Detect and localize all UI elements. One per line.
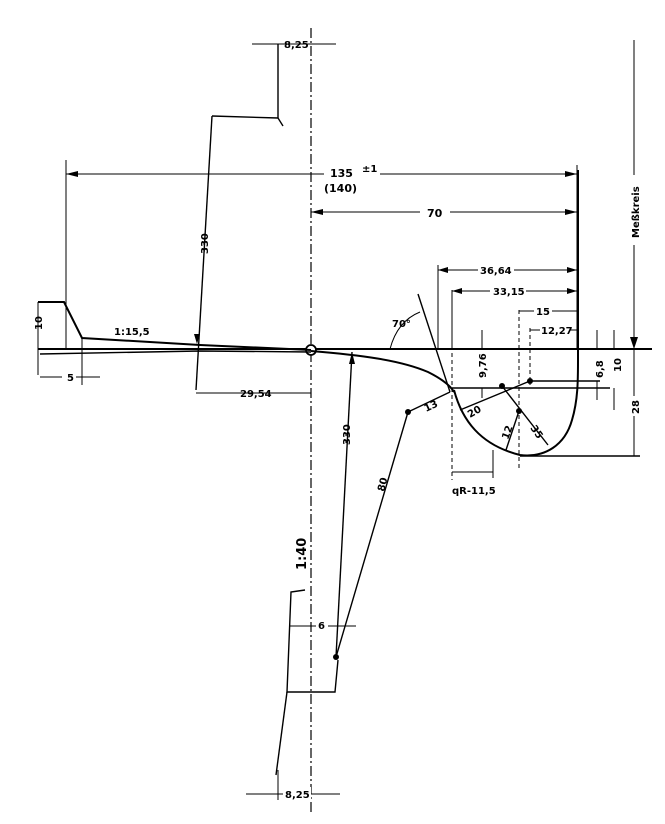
radius-80-line xyxy=(335,411,409,658)
half-width-label: 70 xyxy=(427,207,443,220)
dim-6-label: 6 xyxy=(318,621,325,632)
angle-70-arc xyxy=(389,311,421,350)
dim-10-left-label: 10 xyxy=(34,316,45,330)
radius-330-upper-line xyxy=(195,115,213,391)
angle-70-label: 70° xyxy=(392,319,411,330)
dim-36-64-label: 36,64 xyxy=(480,266,512,277)
radius-35-label: 35 xyxy=(528,423,545,441)
flange-qr-label: qR-11,5 xyxy=(452,486,496,497)
overall-width-alt: (140) xyxy=(324,182,357,195)
dim-15-label: 15 xyxy=(536,307,550,318)
radius-20-line xyxy=(459,380,531,411)
dim-9-76-label: 9,76 xyxy=(478,353,489,378)
radius-13-line xyxy=(407,391,451,413)
overall-width-label: 135 xyxy=(330,167,353,180)
measuring-circle-label: Meßkreis xyxy=(631,186,642,238)
dim-28-label: 28 xyxy=(631,400,642,414)
top-width-label: 8,25 xyxy=(284,40,309,51)
radius-330-lower-arrow xyxy=(349,352,355,364)
radius-12-line xyxy=(505,410,520,451)
tread-profile-left xyxy=(38,301,312,351)
radius-330-upper-label: 330 xyxy=(200,233,211,254)
radius-330-lower-label: 330 xyxy=(342,424,353,445)
lower-step-line xyxy=(286,589,339,693)
dim-29-54-label: 29,54 xyxy=(240,389,272,400)
radius-12-label: 12 xyxy=(500,424,515,441)
taper-1-40-label: 1:40 xyxy=(295,538,310,570)
flange-root-curve xyxy=(310,350,455,393)
dim-33-15-label: 33,15 xyxy=(493,287,525,298)
dim-6-8-label: 6,8 xyxy=(595,360,606,378)
center-point-r12 xyxy=(527,378,533,384)
bottom-width-label: 8,25 xyxy=(285,790,310,801)
flange-contour xyxy=(453,170,579,457)
dim-10-right-label: 10 xyxy=(613,358,624,372)
flange-angle-line xyxy=(417,293,451,393)
taper-1-15-label: 1:15,5 xyxy=(114,327,150,338)
radius-13-label: 13 xyxy=(423,399,440,415)
dim-5-label: 5 xyxy=(67,373,74,384)
radius-330-lower-line xyxy=(335,351,353,658)
center-point-r13 xyxy=(405,409,411,415)
center-point-r80 xyxy=(333,654,339,660)
radius-80-label: 80 xyxy=(376,476,390,492)
dim-12-27-label: 12,27 xyxy=(541,326,573,337)
overall-width-tolerance: ±1 xyxy=(362,164,377,175)
radius-35-line xyxy=(501,385,549,446)
tread-profile-lower xyxy=(39,350,312,355)
